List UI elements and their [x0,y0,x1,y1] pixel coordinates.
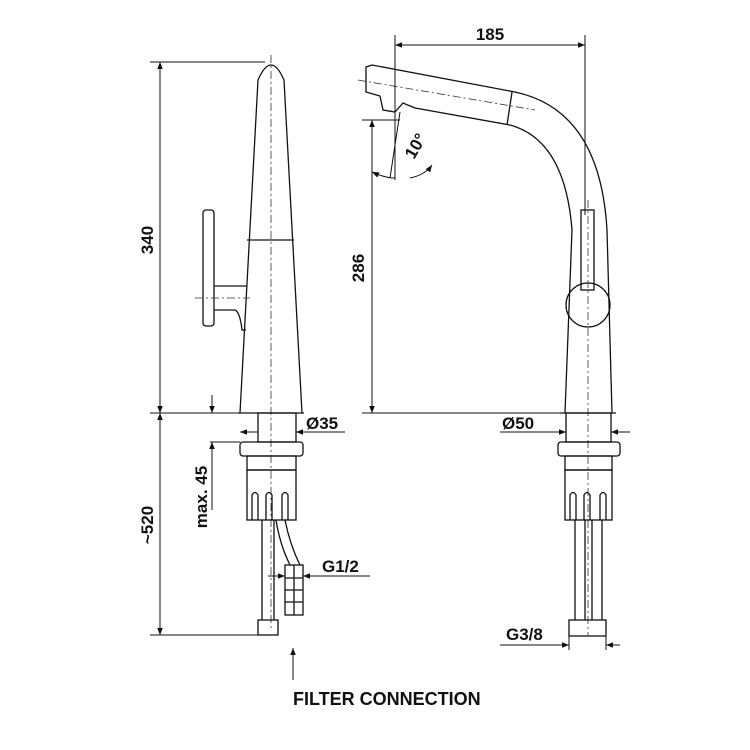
dim-hose-length: ~520 [138,506,157,544]
side-view: 340 ~520 max. 45 Ø35 G1/2 FILTER CONNECT… [138,55,481,709]
lever-handle-front [580,209,595,291]
dim-supply-thread: G3/8 [506,625,543,644]
filter-hose [275,519,301,566]
dim-spout-angle: 10° [401,130,430,162]
filter-connection-label: FILTER CONNECTION [293,689,481,709]
dim-spout-height: 286 [349,254,368,282]
dim-base-diameter-side: Ø35 [306,414,338,433]
supply-hose-left [261,520,275,620]
dim-max-thickness: max. 45 [192,466,211,528]
faucet-body-side [239,64,303,414]
faucet-body-front [564,229,613,414]
spout [365,64,608,231]
dim-total-height: 340 [138,226,157,254]
front-view: 185 286 10° Ø50 G3/8 [349,25,630,650]
dim-filter-thread: G1/2 [322,557,359,576]
mounting-nut-front [564,469,613,521]
dim-spout-reach: 185 [476,25,504,44]
dim-base-diameter-front: Ø50 [502,414,534,433]
lever-handle-side [202,209,215,327]
